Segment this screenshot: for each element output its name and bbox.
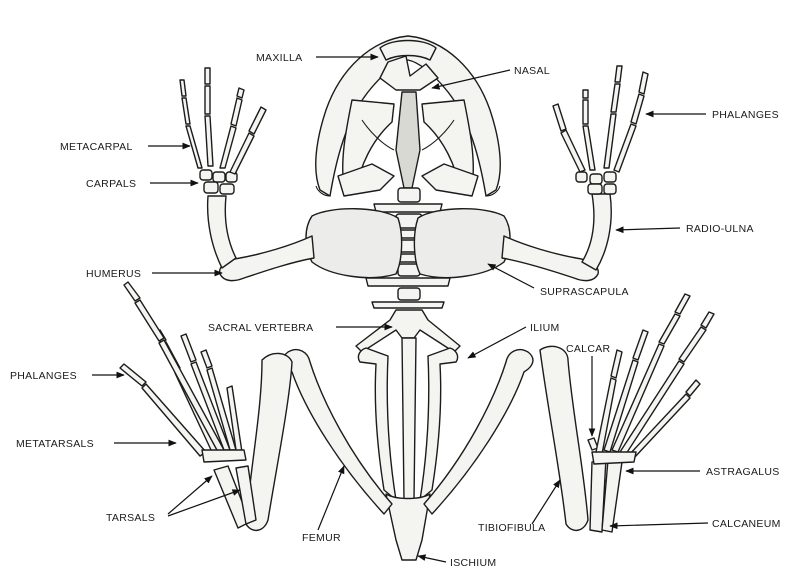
left-tibiofibula bbox=[245, 352, 293, 531]
right-suprascapula bbox=[413, 208, 511, 279]
left-radio-ulna bbox=[206, 195, 237, 269]
right-humerus bbox=[501, 235, 599, 282]
label-suprascapula: SUPRASCAPULA bbox=[540, 286, 629, 298]
nasal-pointer bbox=[431, 69, 511, 90]
nasal-bone bbox=[379, 55, 439, 91]
right-foot-digits bbox=[591, 293, 715, 465]
skull-outline bbox=[315, 35, 501, 197]
pelvic-girdle bbox=[357, 347, 459, 561]
maxilla-bone bbox=[379, 39, 437, 61]
label-metacarpal: METACARPAL bbox=[60, 141, 133, 153]
label-radio-ulna: RADIO-ULNA bbox=[686, 223, 754, 235]
label-tarsals: TARSALS bbox=[106, 512, 155, 524]
pointer-lines bbox=[92, 53, 709, 563]
label-femur: FEMUR bbox=[302, 532, 341, 544]
labels: MAXILLA NASAL METACARPAL CARPALS PHALANG… bbox=[10, 52, 781, 569]
ischium-pointer bbox=[417, 554, 447, 563]
right-radio-ulna bbox=[581, 193, 612, 271]
label-humerus: HUMERUS bbox=[86, 268, 141, 280]
left-foot-digits bbox=[119, 281, 247, 463]
label-carpals: CARPALS bbox=[86, 178, 136, 190]
label-maxilla: MAXILLA bbox=[256, 52, 302, 64]
right-squamosal bbox=[421, 163, 479, 197]
right-femur bbox=[423, 348, 534, 515]
left-forelimb bbox=[179, 67, 315, 282]
label-astragalus: ASTRAGALUS bbox=[706, 466, 780, 478]
ischium-bone bbox=[385, 493, 431, 561]
left-tarsals bbox=[213, 465, 257, 529]
left-suprascapula bbox=[305, 208, 403, 279]
right-tibiofibula bbox=[539, 345, 589, 531]
tarsals-pointer-a bbox=[167, 475, 213, 515]
left-ilium bbox=[357, 347, 397, 501]
right-hindlimb bbox=[423, 293, 715, 533]
label-metatarsals: METATARSALS bbox=[16, 438, 94, 450]
label-ilium: ILIUM bbox=[530, 322, 560, 334]
label-ischium: ISCHIUM bbox=[450, 557, 496, 569]
label-calcar: CALCAR bbox=[566, 343, 611, 355]
radio-ulna-pointer bbox=[615, 226, 681, 234]
left-hand-digits bbox=[179, 67, 267, 175]
parasphenoid-shade bbox=[396, 92, 420, 188]
tibiofibula-pointer bbox=[531, 479, 561, 525]
right-forelimb bbox=[501, 65, 649, 282]
left-hindlimb bbox=[119, 281, 393, 531]
skull bbox=[315, 35, 501, 197]
suprascapula-pointer bbox=[487, 263, 535, 289]
right-hand-digits bbox=[552, 65, 649, 173]
right-tarsals bbox=[589, 457, 623, 533]
label-phalanges-hind: PHALANGES bbox=[10, 370, 77, 382]
calcaneum-pointer bbox=[609, 522, 709, 530]
label-phalanges-fore: PHALANGES bbox=[712, 109, 779, 121]
left-squamosal bbox=[337, 163, 395, 197]
tarsals-pointer-b bbox=[167, 489, 241, 517]
right-carpals bbox=[575, 171, 617, 195]
right-ilium bbox=[419, 347, 459, 501]
label-tibiofibula: TIBIOFIBULA bbox=[478, 522, 545, 534]
femur-pointer bbox=[317, 465, 345, 531]
left-carpals bbox=[199, 169, 238, 195]
pectoral-girdle bbox=[305, 208, 511, 279]
urostyle bbox=[401, 337, 417, 501]
ilium-pointer bbox=[467, 326, 527, 359]
label-calcaneum: CALCANEUM bbox=[712, 518, 781, 530]
label-sacral-vertebra: SACRAL VERTEBRA bbox=[208, 322, 313, 334]
label-nasal: NASAL bbox=[514, 65, 550, 77]
